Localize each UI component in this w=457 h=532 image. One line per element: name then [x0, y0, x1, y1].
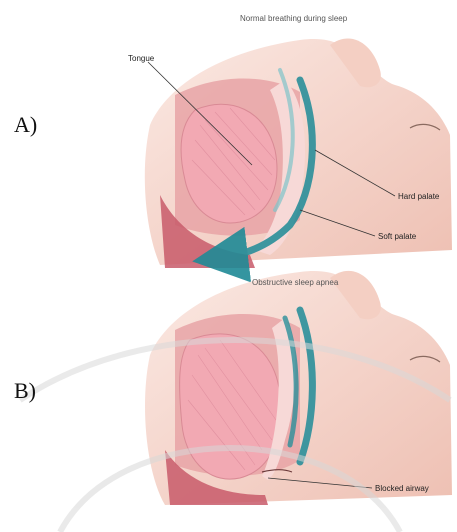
- panel-b-caption: Obstructive sleep apnea: [252, 278, 338, 287]
- panel-a-letter: A): [14, 112, 37, 138]
- blocked-airway-label: Blocked airway: [375, 484, 429, 493]
- panel-b-letter: B): [14, 378, 36, 404]
- tongue-label: Tongue: [128, 54, 154, 63]
- tongue-b: [180, 334, 281, 479]
- soft-palate-label: Soft palate: [378, 232, 416, 241]
- panel-b-illustration: [145, 271, 452, 505]
- panel-a-caption: Normal breathing during sleep: [240, 14, 347, 23]
- hard-palate-label: Hard palate: [398, 192, 439, 201]
